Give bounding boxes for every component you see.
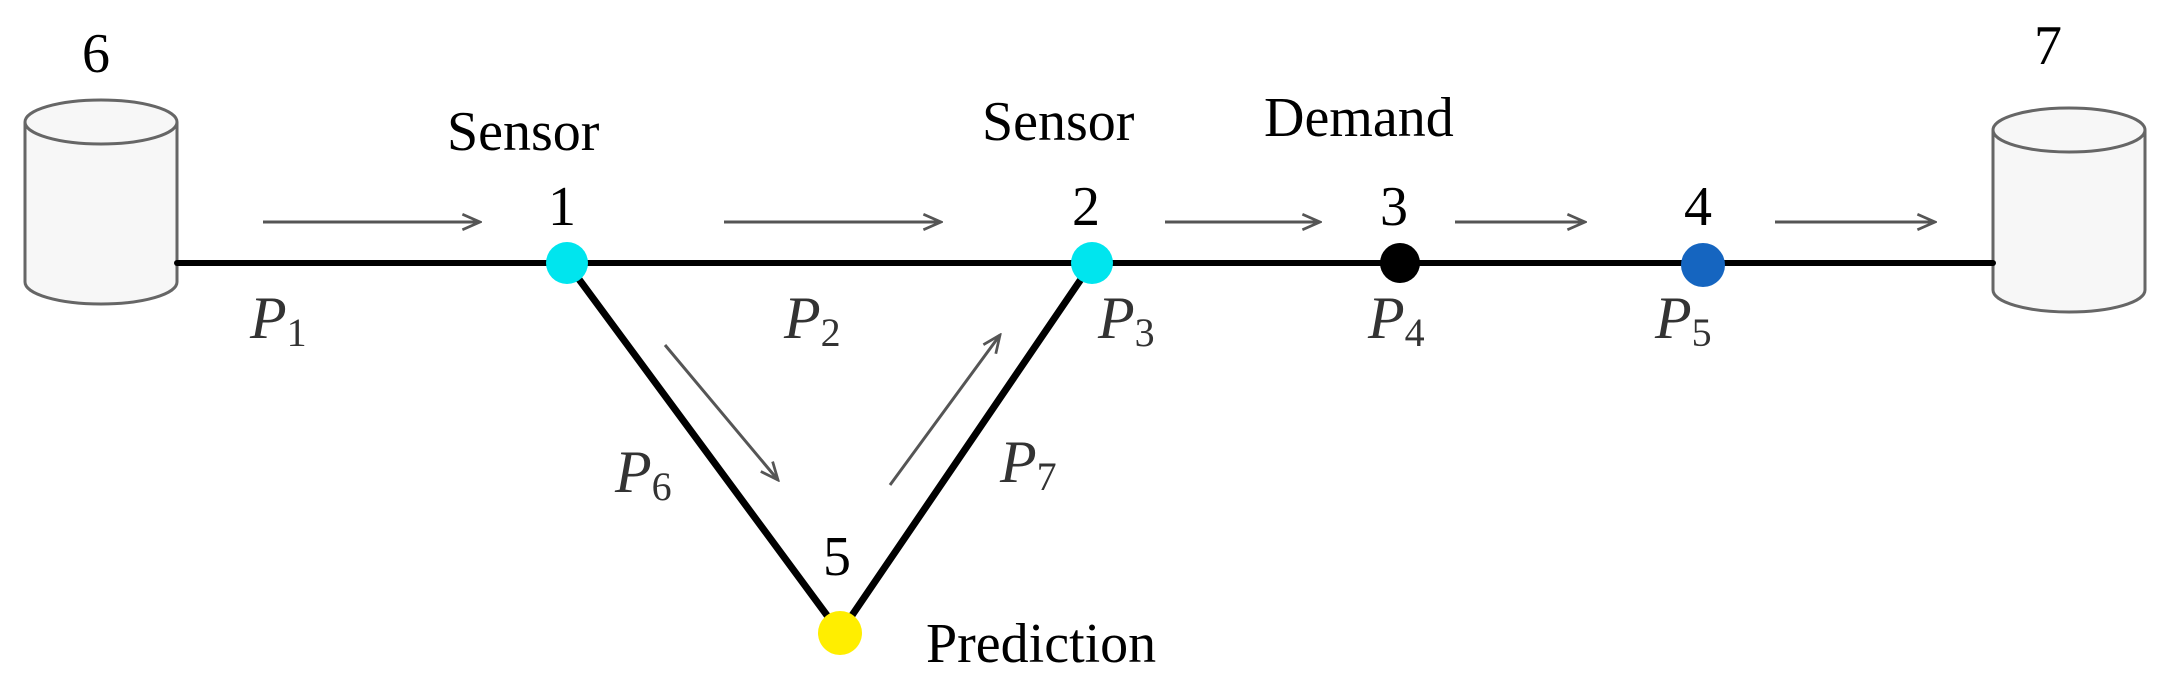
- pipe-label-p6: P6: [614, 439, 672, 509]
- node-5-label: 5: [823, 526, 851, 588]
- pipe-label-p2: P2: [783, 285, 841, 355]
- flow-arrow-p7: [888, 335, 1000, 486]
- node-2-label: 2: [1072, 176, 1100, 238]
- node-3-label: 3: [1380, 176, 1408, 238]
- node-2: [1071, 242, 1113, 284]
- reservoir-7: [1991, 106, 2147, 314]
- node-3: [1380, 243, 1420, 283]
- pipe-label-p3: P3: [1097, 285, 1155, 355]
- reservoir-6-label: 6: [82, 23, 110, 85]
- node-1-tag: Sensor: [447, 101, 600, 163]
- node-5: [818, 611, 862, 655]
- flow-arrow-p6: [663, 344, 778, 480]
- pipe-label-p5: P5: [1654, 285, 1712, 355]
- reservoir-6: [23, 98, 179, 306]
- node-3-tag: Demand: [1264, 87, 1454, 149]
- node-1: [546, 242, 588, 284]
- reservoir-7-label: 7: [2034, 15, 2062, 77]
- node-4-label: 4: [1684, 176, 1712, 238]
- node-2-tag: Sensor: [982, 91, 1135, 153]
- pipe-label-p1: P1: [249, 285, 307, 355]
- pipe-p7: [836, 259, 1096, 637]
- pipe-label-p4: P4: [1367, 285, 1425, 355]
- node-5-tag: Prediction: [926, 613, 1156, 675]
- pipe-p6: [563, 259, 844, 637]
- pipe-label-p7: P7: [999, 429, 1057, 499]
- node-4: [1681, 243, 1725, 287]
- node-1-label: 1: [548, 176, 576, 238]
